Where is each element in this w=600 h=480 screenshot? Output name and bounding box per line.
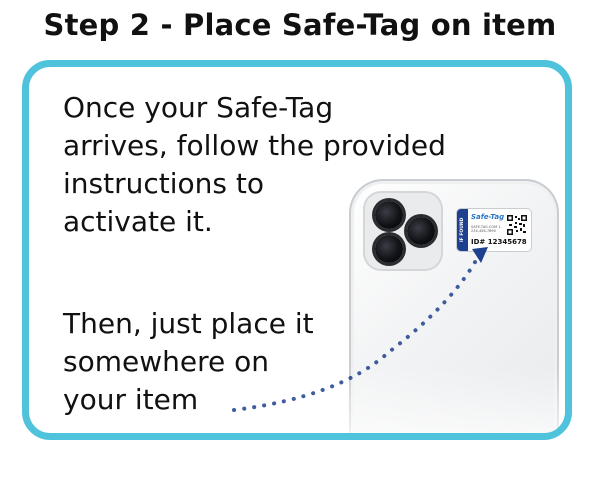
outro-line: your item — [63, 383, 199, 416]
camera-lens-icon — [375, 235, 403, 263]
intro-line: arrives, follow the provided — [63, 129, 446, 162]
camera-lens-icon — [375, 201, 403, 229]
qr-code-icon — [507, 215, 527, 235]
camera-lens-icon — [407, 217, 435, 245]
camera-module — [365, 193, 441, 269]
dotted-arrow-icon — [232, 247, 488, 412]
safe-tag-sticker: IF FOUND Safe-Tag SAFE-TAG.COM 1-234-456… — [457, 209, 531, 251]
tag-id: ID# 12345678 — [471, 238, 527, 246]
intro-line: Once your Safe-Tag — [63, 91, 334, 124]
intro-line: instructions to — [63, 167, 264, 200]
instruction-panel: Once your Safe-Tag arrives, follow the p… — [22, 60, 572, 440]
page-title: Step 2 - Place Safe-Tag on item — [43, 8, 557, 42]
tag-subtext: SAFE-TAG.COM 1-234-456-7890 — [471, 225, 502, 233]
intro-text: Once your Safe-Tag arrives, follow the p… — [63, 89, 503, 241]
outro-text: Then, just place it somewhere on your it… — [63, 305, 363, 419]
intro-line: activate it. — [63, 205, 213, 238]
outro-line: somewhere on — [63, 345, 269, 378]
outro-line: Then, just place it — [63, 307, 314, 340]
tag-brand: Safe-Tag — [471, 213, 505, 221]
phone-fade — [329, 367, 565, 433]
